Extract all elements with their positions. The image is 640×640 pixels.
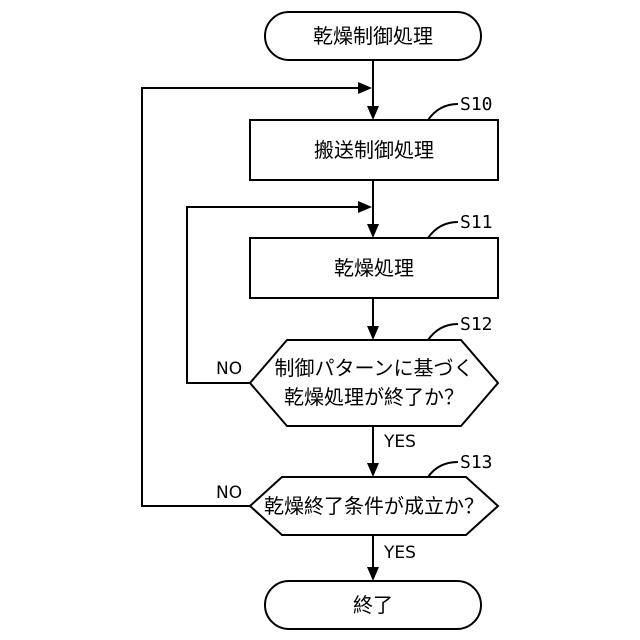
branch-label-s12-yes: YES (383, 432, 416, 452)
step-id-s12: S12 (460, 314, 493, 335)
start-terminal: 乾燥制御処理 (265, 12, 481, 60)
arrow-into-s12 (367, 326, 379, 340)
step-id-s13: S13 (460, 452, 493, 473)
arrow-into-end (367, 567, 379, 581)
end-label: 終了 (353, 593, 393, 617)
process-s11: 乾燥処理 (250, 238, 498, 298)
step-id-s10: S10 (460, 94, 493, 115)
branch-label-s13-yes: YES (383, 543, 416, 563)
callout-s10 (428, 104, 458, 120)
start-label: 乾燥制御処理 (313, 24, 433, 48)
arrow-into-s11 (367, 224, 379, 238)
arrow-loop-s13-no (358, 82, 372, 94)
process-s10: 搬送制御処理 (250, 120, 498, 180)
callout-s13 (428, 462, 458, 477)
decision-s13-label: 乾燥終了条件が成立か？ (264, 494, 484, 518)
decision-s12-line1: 制御パターンに基づく (275, 356, 474, 380)
callout-s11 (428, 222, 458, 238)
branch-label-s12-no: NO (216, 359, 242, 379)
arrow-loop-s12-no (358, 201, 372, 213)
process-s11-label: 乾燥処理 (334, 256, 414, 280)
callout-s12 (428, 324, 458, 340)
decision-s12-line2: 乾燥処理が終了か？ (284, 385, 464, 409)
branch-label-s13-no: NO (216, 483, 242, 503)
arrow-into-s13 (367, 463, 379, 477)
arrow-into-s10 (367, 106, 379, 120)
step-id-s11: S11 (460, 212, 493, 233)
decision-s12: 制御パターンに基づく 乾燥処理が終了か？ (250, 340, 498, 426)
process-s10-label: 搬送制御処理 (314, 138, 434, 162)
decision-s13: 乾燥終了条件が成立か？ (250, 477, 498, 535)
end-terminal: 終了 (265, 581, 481, 629)
